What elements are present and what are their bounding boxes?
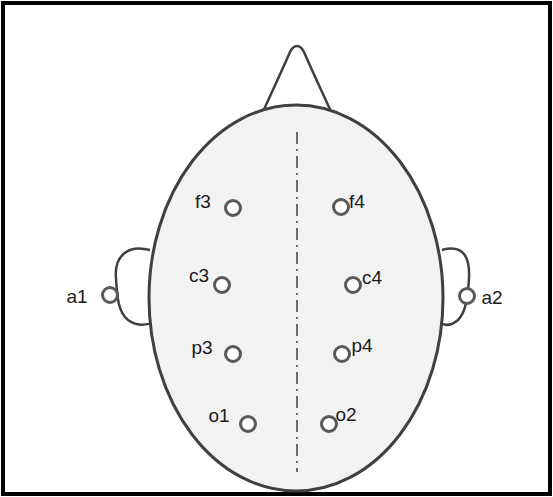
electrode: [335, 347, 350, 362]
electrode-label: p4: [351, 336, 372, 355]
electrode: [215, 278, 230, 293]
electrode: [346, 278, 361, 293]
electrode-label: o2: [335, 405, 356, 424]
electrode: [460, 289, 475, 304]
electrode: [241, 417, 256, 432]
electrode: [226, 201, 241, 216]
electrode-label: a2: [481, 288, 502, 307]
electrode-label: a1: [66, 287, 87, 306]
frame: [3, 3, 550, 494]
electrode-label: p3: [191, 338, 212, 357]
electrodes: [103, 200, 475, 432]
electrode-label: c4: [362, 268, 382, 287]
electrode-label: o1: [208, 406, 229, 425]
midline: [296, 132, 298, 472]
electrode-label: f4: [349, 192, 365, 211]
electrode: [334, 200, 349, 215]
electrode: [103, 288, 118, 303]
electrode-label: f3: [195, 192, 211, 211]
head-outline: [149, 105, 443, 491]
electrode-label: c3: [189, 266, 209, 285]
electrode: [322, 417, 337, 432]
electrode: [226, 347, 241, 362]
